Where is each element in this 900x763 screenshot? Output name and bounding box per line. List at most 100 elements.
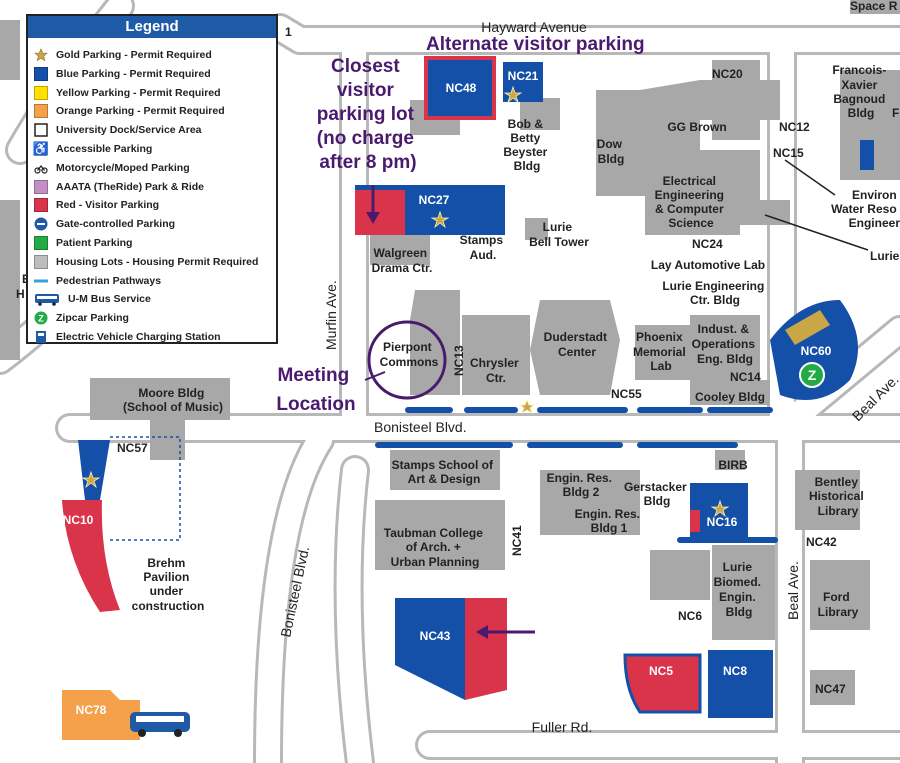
f-edge-label: F [892, 106, 899, 120]
legend-item-pathway-line: Pedestrian Pathways [34, 272, 161, 290]
brehm-construction-outline [110, 436, 181, 541]
legend-item-gate: Gate-controlled Parking [34, 215, 175, 233]
legend-item-label: Gate-controlled Parking [56, 218, 176, 231]
meeting-location-annotation: Meeting Location [276, 365, 355, 415]
leader-lines [764, 159, 869, 251]
legend-item-label: Yellow Parking - Permit Required [56, 86, 221, 99]
lot-nc27-red [355, 190, 405, 235]
space-research-label: Space R [850, 0, 898, 13]
pedestrian-pathways [375, 407, 778, 543]
legend-title: Legend [28, 16, 276, 38]
legend-item-label: Patient Parking [56, 237, 133, 249]
lot-nc47-label: NC47 [815, 682, 846, 696]
gerstacker-bldg-label: Gerstacker Bldg [624, 480, 690, 508]
visitor-annotations: Alternate visitor parking Closest visito… [276, 34, 644, 415]
gate-icon [34, 217, 48, 231]
legend-item-label: Accessible Parking [56, 143, 153, 155]
lot-nc48-fill [424, 56, 496, 120]
lot-nc21-label: NC21 [508, 69, 539, 83]
legend-item-label: AAATA (TheRide) Park & Ride [56, 180, 204, 193]
lot-nc12-label: NC12 [779, 120, 810, 134]
lot-nc43-red [465, 598, 507, 700]
brehm-pavilion-label: Brehm Pavilion under construction [132, 556, 205, 613]
lurie-bell-tower-label: Lurie Bell Tower [529, 220, 589, 249]
lot-nc48-label: NC48 [446, 81, 477, 95]
ev-charging-icon [34, 330, 48, 344]
legend-item-label: Motorcycle/Moped Parking [56, 161, 190, 174]
wheelchair-icon: ♿ [32, 141, 50, 156]
lurie-edge-label: Lurie [870, 249, 900, 263]
legend-item-orange-swatch: Orange Parking - Permit Required [34, 102, 225, 120]
legend-item-bus: U-M Bus Service [34, 290, 151, 308]
lot-nc10-red [62, 500, 120, 612]
legend-item-label: Pedestrian Pathways [56, 274, 162, 287]
legend-item-blue-swatch: Blue Parking - Permit Required [34, 65, 211, 83]
bentley-historical-library-label: Bentley Historical Library [809, 475, 867, 518]
ioe-bldg-label: Indust. & Operations Eng. Bldg [692, 322, 759, 366]
lurie-engineering-ctr-label: Lurie Engineering Ctr. Bldg [662, 279, 767, 307]
lot-1-label: 1 [285, 25, 292, 39]
blue-swatch-icon [34, 66, 48, 81]
lot-nc10-blue [78, 440, 110, 500]
lot-nc60-fill [770, 300, 858, 400]
lot-nc43-blue [395, 598, 465, 700]
legend-item-red-swatch: Red - Visitor Parking [34, 196, 159, 214]
legend-item-outline-square: University Dock/Service Area [34, 121, 202, 139]
murfin-ave-label: Murfin Ave. [323, 280, 339, 350]
annotation-marks [364, 185, 535, 639]
lot-nc43-label: NC43 [420, 629, 451, 643]
lot-nc5-fill [623, 653, 702, 714]
lot-nc24-label: NC24 [692, 237, 723, 251]
lot-nc27-label: NC27 [419, 193, 450, 207]
lot-nc10-label: NC10 [63, 513, 94, 527]
lot-nc16-label: NC16 [707, 515, 738, 529]
gold-permit-stars [81, 85, 730, 518]
lot-nc8-fill [708, 650, 773, 718]
lot-nc8-label: NC8 [723, 664, 747, 678]
parking-lots [62, 56, 874, 740]
gg-brown-label: GG Brown [667, 120, 726, 134]
lot-nc60-label: NC60 [801, 344, 832, 358]
bonisteel-blvd-horizontal-label: Bonisteel Blvd. [374, 419, 467, 435]
lot-labels: NC48 NC21 NC20 NC12 NC15 NC27 NC24 NC60 … [63, 25, 846, 717]
closest-visitor-parking-annotation: Closest visitor parking lot (no charge a… [317, 56, 419, 173]
engin-res-bldg-2-label: Engin. Res. Bldg 2 [547, 471, 616, 499]
legend-item-label: Zipcar Parking [56, 312, 129, 325]
pierpont-commons-label: Pierpont Commons [380, 340, 439, 369]
legend-item-label: Housing Lots - Housing Permit Required [56, 255, 259, 268]
lot-nc20-label: NC20 [712, 67, 743, 81]
lot-nc78-label: NC78 [76, 703, 107, 717]
legend-item-label: Red - Visitor Parking [56, 199, 160, 212]
legend-item-gold-star: Gold Parking - Permit Required [34, 46, 212, 64]
purple-swatch-icon [34, 179, 48, 194]
lot-nc41-label: NC41 [510, 525, 524, 556]
moore-bldg-label: Moore Bldg (School of Music) [123, 386, 223, 414]
legend-item-zipcar: Z Zipcar Parking [34, 309, 129, 327]
legend-item-purple-swatch: AAATA (TheRide) Park & Ride [34, 178, 204, 196]
cooley-bldg-label: Cooley Bldg [695, 390, 765, 404]
lay-automotive-lab-label: Lay Automotive Lab [651, 258, 765, 272]
francois-xavier-bagnoud-label: Francois- Xavier Bagnoud Bldg [832, 63, 889, 120]
taubman-college-label: Taubman College of Arch. + Urban Plannin… [384, 526, 486, 569]
dow-bldg-label: Dow Bldg [597, 137, 626, 166]
legend-item-yellow-swatch: Yellow Parking - Permit Required [34, 84, 221, 102]
alternate-visitor-parking-annotation: Alternate visitor parking [426, 34, 645, 55]
stamps-school-label: Stamps School of Art & Design [392, 458, 497, 486]
legend-item-label: Electric Vehicle Charging Station [56, 331, 221, 343]
red-swatch-icon [34, 198, 48, 213]
lurie-biomed-engin-bldg-label: Lurie Biomed. Engin. Bldg [714, 560, 765, 619]
zipcar-letter: Z [808, 367, 817, 383]
legend-item-label: Gold Parking - Permit Required [56, 49, 212, 61]
green-swatch-icon [34, 236, 48, 250]
engin-res-bldg-1-label: Engin. Res. Bldg 1 [575, 507, 644, 535]
zipcar-marker: Z [799, 362, 825, 388]
bus-icon [130, 712, 190, 737]
legend-item-label: U-M Bus Service [68, 293, 151, 306]
hayward-avenue-label: Hayward Avenue [481, 19, 587, 35]
svg-text:Z: Z [38, 314, 44, 324]
lot-nc15-label: NC15 [773, 146, 804, 160]
lot-nc5-label: NC5 [649, 664, 673, 678]
birb-label: BIRB [718, 458, 748, 472]
stamps-aud-label: Stamps Aud. [460, 233, 507, 262]
